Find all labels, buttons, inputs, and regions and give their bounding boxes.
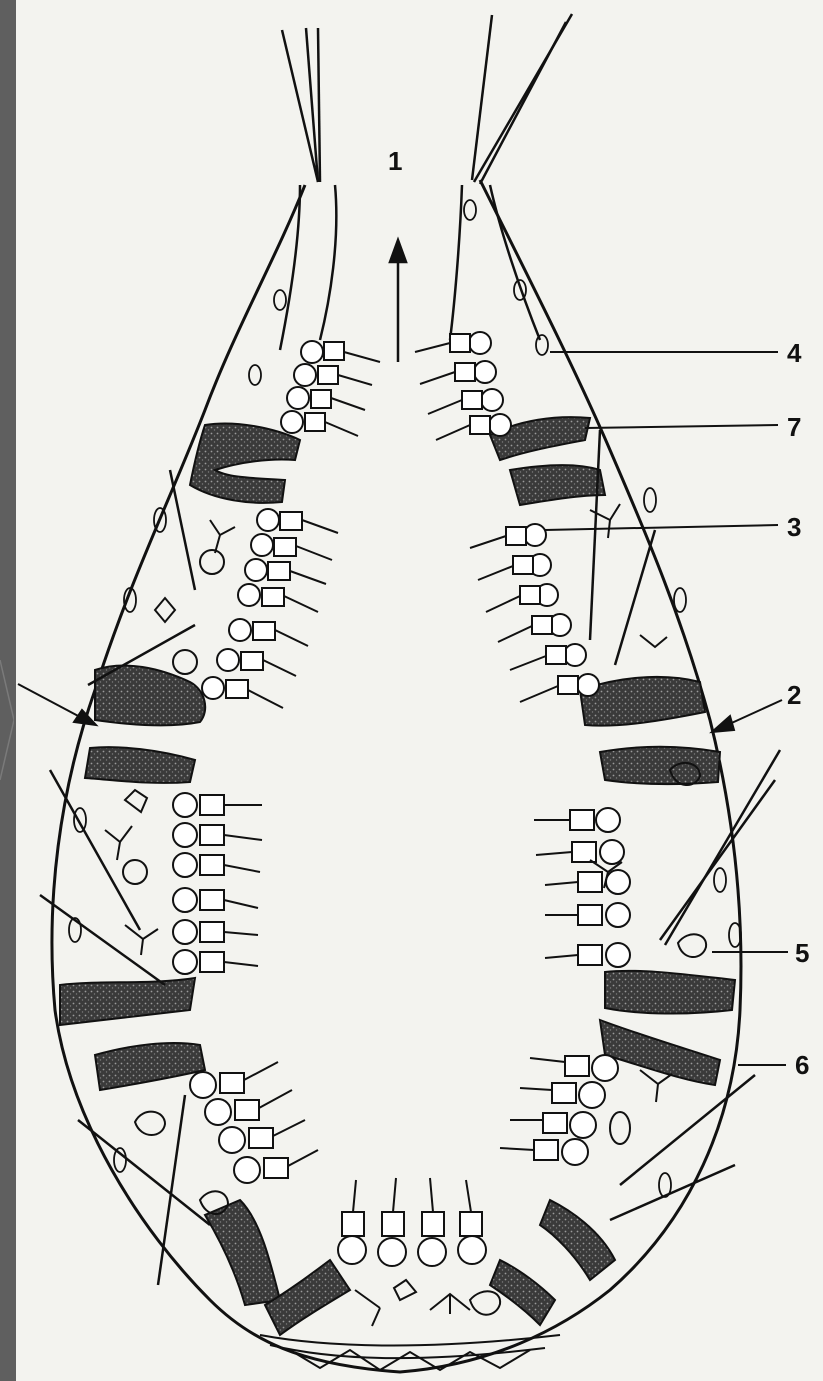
receptor-cells-right-lower bbox=[534, 808, 630, 967]
receptor-cells-right-upper bbox=[415, 332, 511, 440]
receptor-cells-left-bottom bbox=[190, 1062, 318, 1183]
receptor-cells-base bbox=[338, 1178, 486, 1266]
receptor-cells-left-mid bbox=[202, 509, 338, 708]
receptor-cells-right-bottom bbox=[500, 1055, 618, 1165]
label-3: 3 bbox=[787, 512, 801, 542]
left-arrow bbox=[18, 684, 96, 725]
label-5: 5 bbox=[795, 938, 809, 968]
pore-arrow bbox=[390, 240, 406, 362]
receptor-cells-left-lower bbox=[173, 793, 262, 974]
label-7: 7 bbox=[787, 412, 801, 442]
receptor-cells-right-mid bbox=[470, 524, 599, 702]
label-1: 1 bbox=[388, 146, 402, 176]
label-2: 2 bbox=[787, 680, 801, 710]
label-4: 4 bbox=[787, 338, 802, 368]
figure-labels: 1 2 3 4 5 6 7 bbox=[388, 146, 809, 1080]
oblique-fibre-lines bbox=[40, 430, 780, 1285]
bottom-base-fibres bbox=[260, 1335, 560, 1370]
label-6: 6 bbox=[795, 1050, 809, 1080]
dark-stippled-bands bbox=[60, 417, 735, 1335]
top-pore-hairs bbox=[280, 14, 572, 350]
receptor-cells-left-upper bbox=[281, 341, 380, 436]
